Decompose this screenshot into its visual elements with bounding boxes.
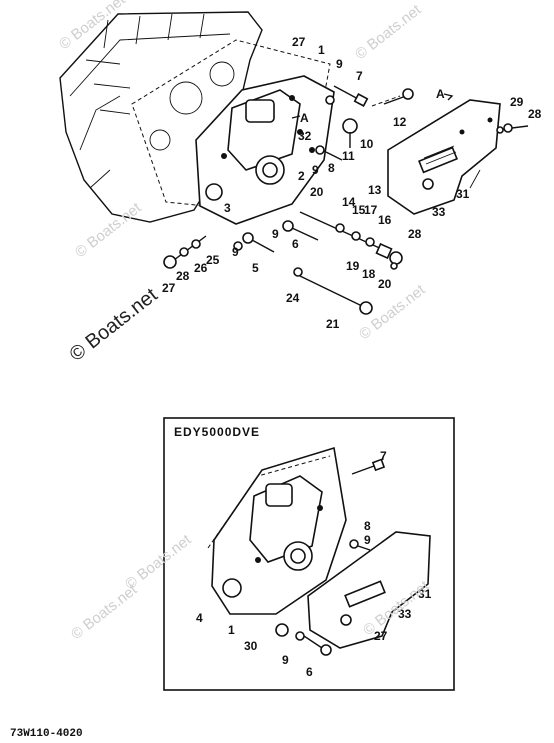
label-2: 2 xyxy=(298,169,305,183)
label-26: 28 xyxy=(176,269,190,283)
main-part-labels: 27 1 9 7 A 32 10 11 12 9 8 2 20 13 14 15… xyxy=(162,35,542,331)
label-8: 8 xyxy=(328,161,335,175)
inset-label-8: 8 xyxy=(364,519,371,533)
watermark-top-right: © Boats.net xyxy=(352,1,425,63)
label-4: 27 xyxy=(292,35,306,49)
label-24: 26 xyxy=(194,261,208,275)
label-20b: 20 xyxy=(378,277,392,291)
label-14: 14 xyxy=(342,195,356,209)
inset-label-27: 27 xyxy=(374,629,388,643)
label-25: 27 xyxy=(162,281,176,295)
inset-label-4: 4 xyxy=(196,611,203,625)
label-13: 13 xyxy=(368,183,382,197)
label-9a: 9 xyxy=(336,57,343,71)
bolts-and-fittings xyxy=(163,85,529,315)
label-1: 1 xyxy=(318,43,325,57)
label-17: 17 xyxy=(364,203,378,217)
inset-label-33: 33 xyxy=(398,607,412,621)
label-6: 6 xyxy=(292,237,299,251)
inset-label-6: 6 xyxy=(306,665,313,679)
watermark-top-left: © Boats.net xyxy=(56,0,129,53)
label-10: 10 xyxy=(360,137,374,151)
inset-watermark-mid: © Boats.net xyxy=(122,531,195,593)
label-28: 28 xyxy=(528,107,542,121)
label-29: 29 xyxy=(510,95,524,109)
inset-label-31: 31 xyxy=(418,587,432,601)
label-9c: 9 xyxy=(272,227,279,241)
label-9d: 9 xyxy=(232,245,239,259)
inset-label-9a: 9 xyxy=(364,533,371,547)
label-11: 11 xyxy=(342,149,355,163)
label-3: 3 xyxy=(224,201,231,215)
label-27: 28 xyxy=(408,227,422,241)
figure-reference-code: 73W110-4020 xyxy=(10,728,83,740)
label-18: 18 xyxy=(362,267,376,281)
side-cover xyxy=(387,99,501,215)
label-33: 33 xyxy=(432,205,446,219)
label-20a: 20 xyxy=(310,185,324,199)
label-A2: A xyxy=(436,87,445,101)
inset-label-9b: 9 xyxy=(282,653,289,667)
label-21: 21 xyxy=(326,317,340,331)
label-15: 15 xyxy=(352,203,366,217)
label-32: 32 xyxy=(298,129,312,143)
label-A1: A xyxy=(300,111,309,125)
inset-label-30: 30 xyxy=(244,639,258,653)
watermark-mid-left: © Boats.net xyxy=(72,199,145,261)
label-19: 19 xyxy=(346,259,360,273)
label-9b: 9 xyxy=(312,163,319,177)
label-7: 7 xyxy=(356,69,363,83)
label-16: 16 xyxy=(378,213,392,227)
label-23: 25 xyxy=(206,253,220,267)
label-5: 5 xyxy=(252,261,259,275)
inset-label-1: 1 xyxy=(228,623,235,637)
label-31: 31 xyxy=(456,187,470,201)
timing-cover xyxy=(195,75,335,225)
label-22: 24 xyxy=(286,291,300,305)
inset-box: EDY5000DVE 7 8 9 31 33 27 4 1 30 9 6 © B… xyxy=(68,417,455,691)
inset-title: EDY5000DVE xyxy=(174,425,260,439)
inset-label-7: 7 xyxy=(380,449,387,463)
label-12: 12 xyxy=(393,115,407,129)
watermark-large: © Boats.net xyxy=(66,284,162,366)
